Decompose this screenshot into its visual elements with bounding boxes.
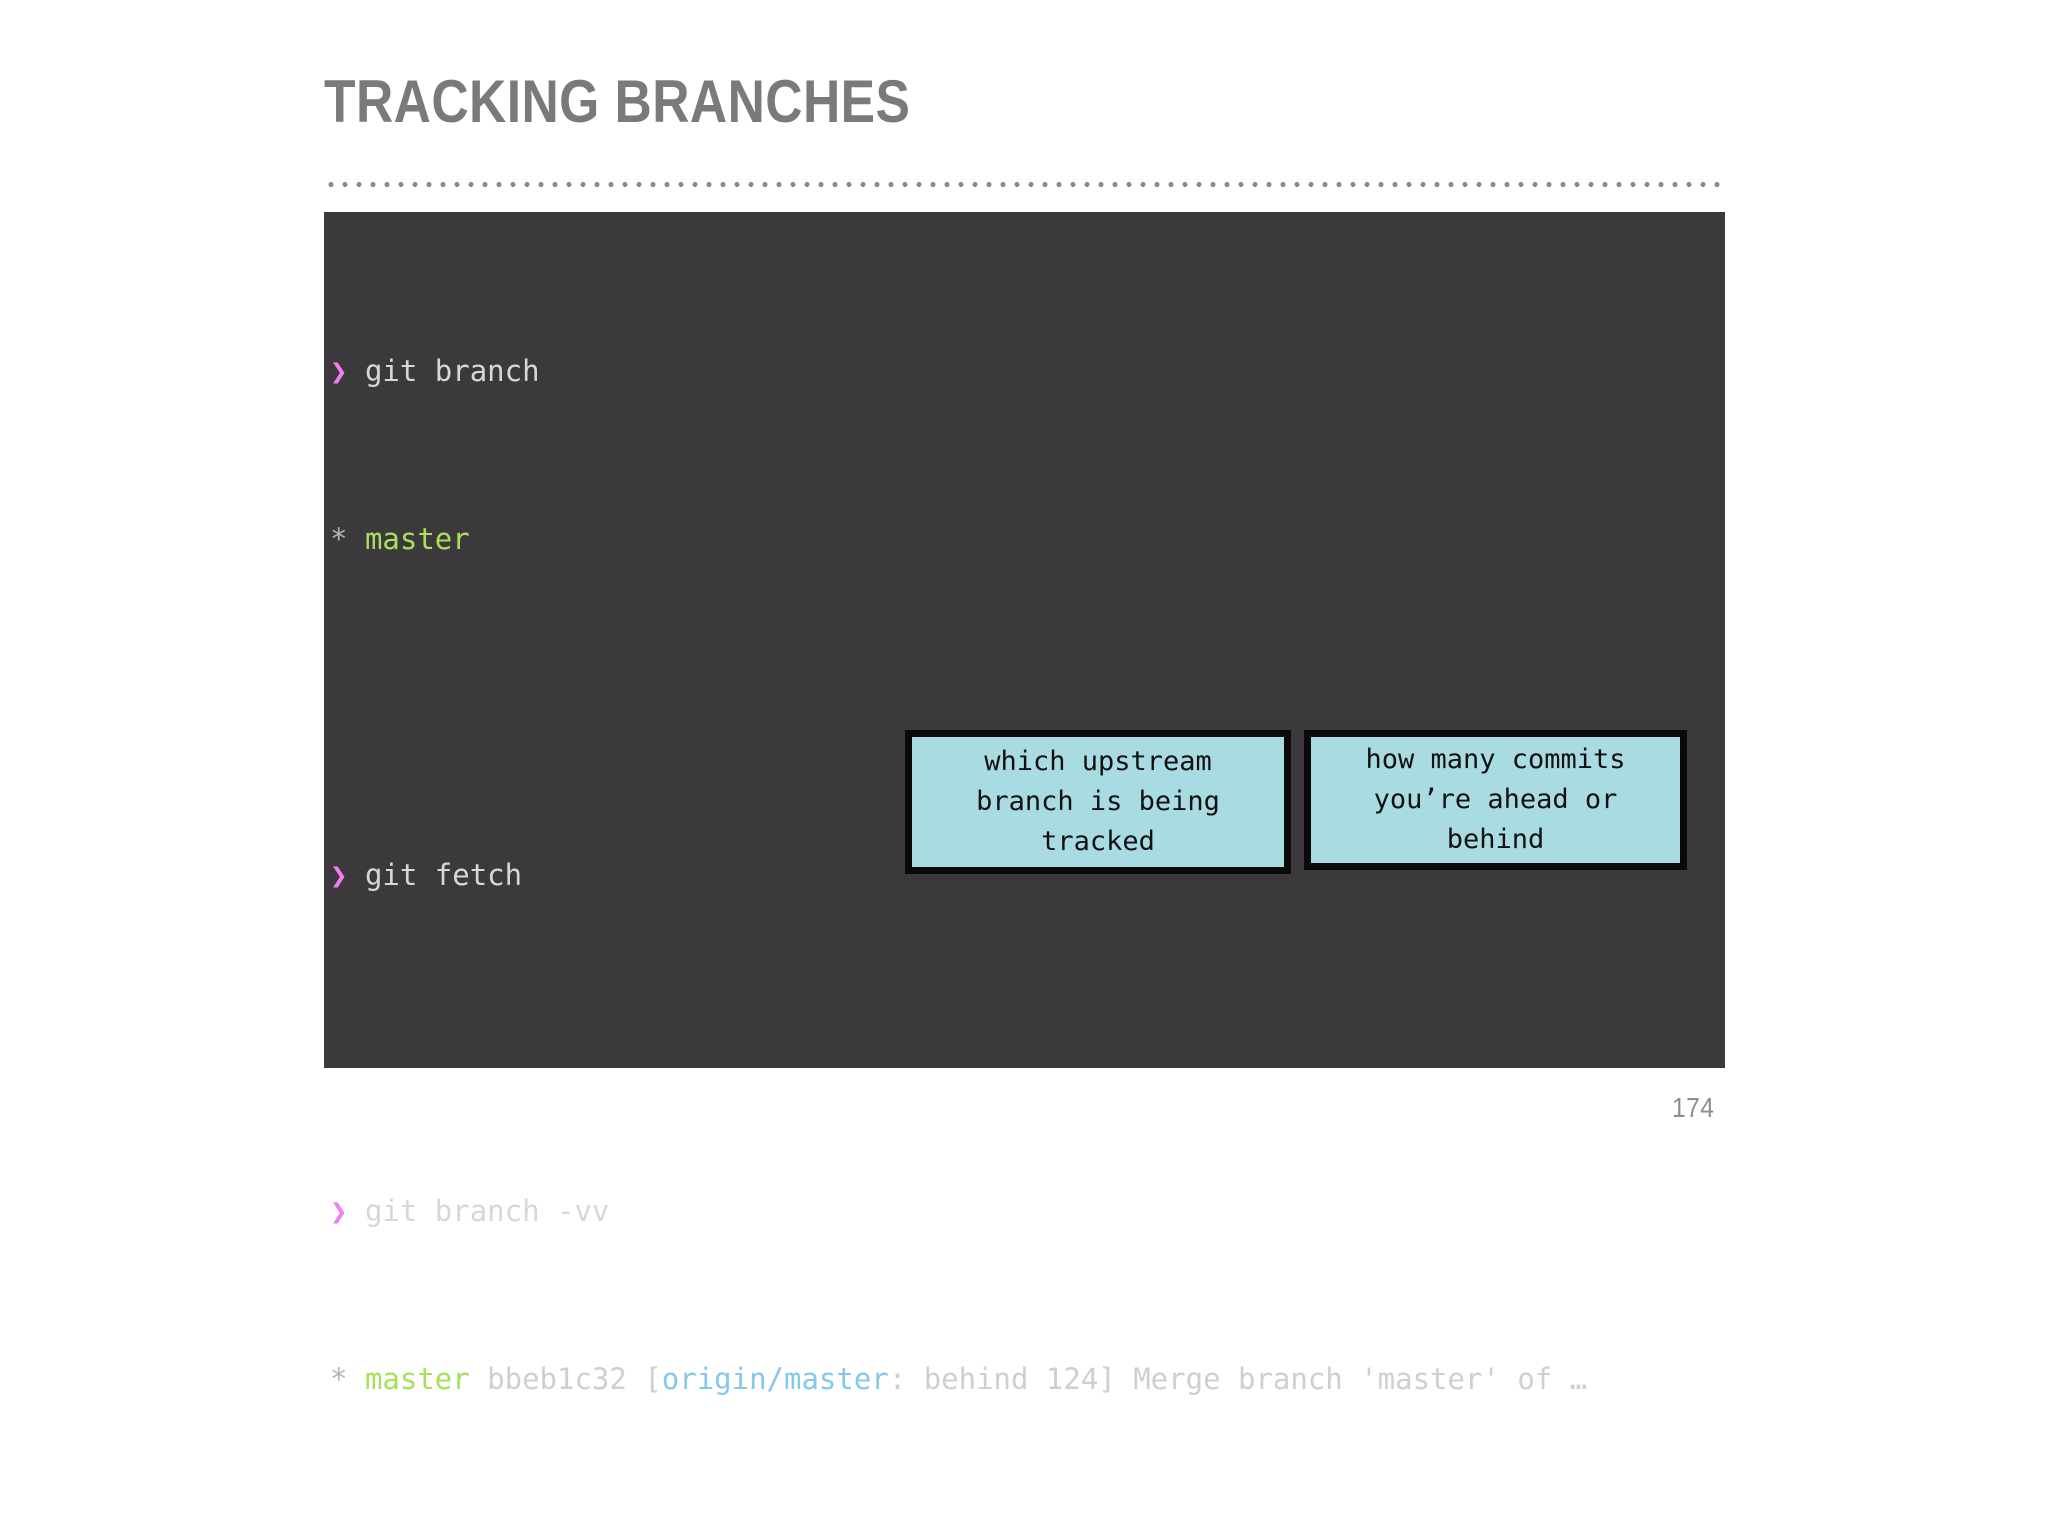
terminal-command-text: git branch -vv <box>347 1194 609 1228</box>
terminal-tracking-status: : behind 124] <box>888 1362 1116 1396</box>
terminal-blank-line <box>330 1022 1725 1064</box>
current-branch-marker: * <box>330 1362 348 1396</box>
terminal-command-value: git branch -vv <box>364 1194 610 1228</box>
title-divider <box>324 182 1722 187</box>
callout-upstream-branch: which upstream branch is being tracked <box>905 730 1291 874</box>
terminal-line-tracking: * master bbeb1c32 [origin/master: behind… <box>330 1358 1725 1400</box>
terminal-sha: bbeb1c32 <box>470 1362 627 1396</box>
terminal-blank-line <box>330 686 1725 728</box>
terminal-bracket-open: [ <box>627 1362 662 1396</box>
terminal-line-command: ❯ git branch -vv <box>330 1190 1725 1232</box>
terminal-line-command: ❯ git branch <box>330 350 1725 392</box>
terminal-output: ❯ git branch * master ❯ git fetch ❯ git … <box>330 224 1725 1526</box>
prompt-icon: ❯ <box>330 858 348 892</box>
terminal-branch-value: master <box>347 1362 470 1396</box>
terminal-branch-value: master <box>364 522 470 556</box>
terminal-upstream-remote: origin/master <box>661 1362 889 1396</box>
terminal-line-output: * master <box>330 518 1725 560</box>
prompt-icon: ❯ <box>330 1194 348 1228</box>
current-branch-marker: * <box>330 522 348 556</box>
terminal-command-text: git branch <box>347 354 540 388</box>
terminal-panel: ❯ git branch * master ❯ git fetch ❯ git … <box>324 212 1725 1396</box>
terminal-commit-message: Merge branch 'master' of … <box>1115 1362 1588 1396</box>
callout-ahead-behind: how many commits you’re ahead or behind <box>1304 730 1687 870</box>
page-number: 174 <box>1672 1092 1715 1123</box>
terminal-bracket-open-value: [ <box>644 1362 662 1396</box>
terminal-line-command: ❯ git fetch <box>330 854 1725 896</box>
terminal-command-value: git branch <box>364 354 540 388</box>
terminal-branch-name: master <box>364 1362 470 1396</box>
prompt-icon: ❯ <box>330 354 348 388</box>
terminal-sha-value: bbeb1c32 <box>487 1362 627 1396</box>
terminal-branch-name: master <box>347 522 470 556</box>
page-title: TRACKING BRANCHES <box>324 68 911 135</box>
slide-root: { "slide": { "title": "TRACKING BRANCHES… <box>324 68 1725 1396</box>
terminal-command-text: git fetch <box>347 858 522 892</box>
terminal-command-value: git fetch <box>364 858 523 892</box>
